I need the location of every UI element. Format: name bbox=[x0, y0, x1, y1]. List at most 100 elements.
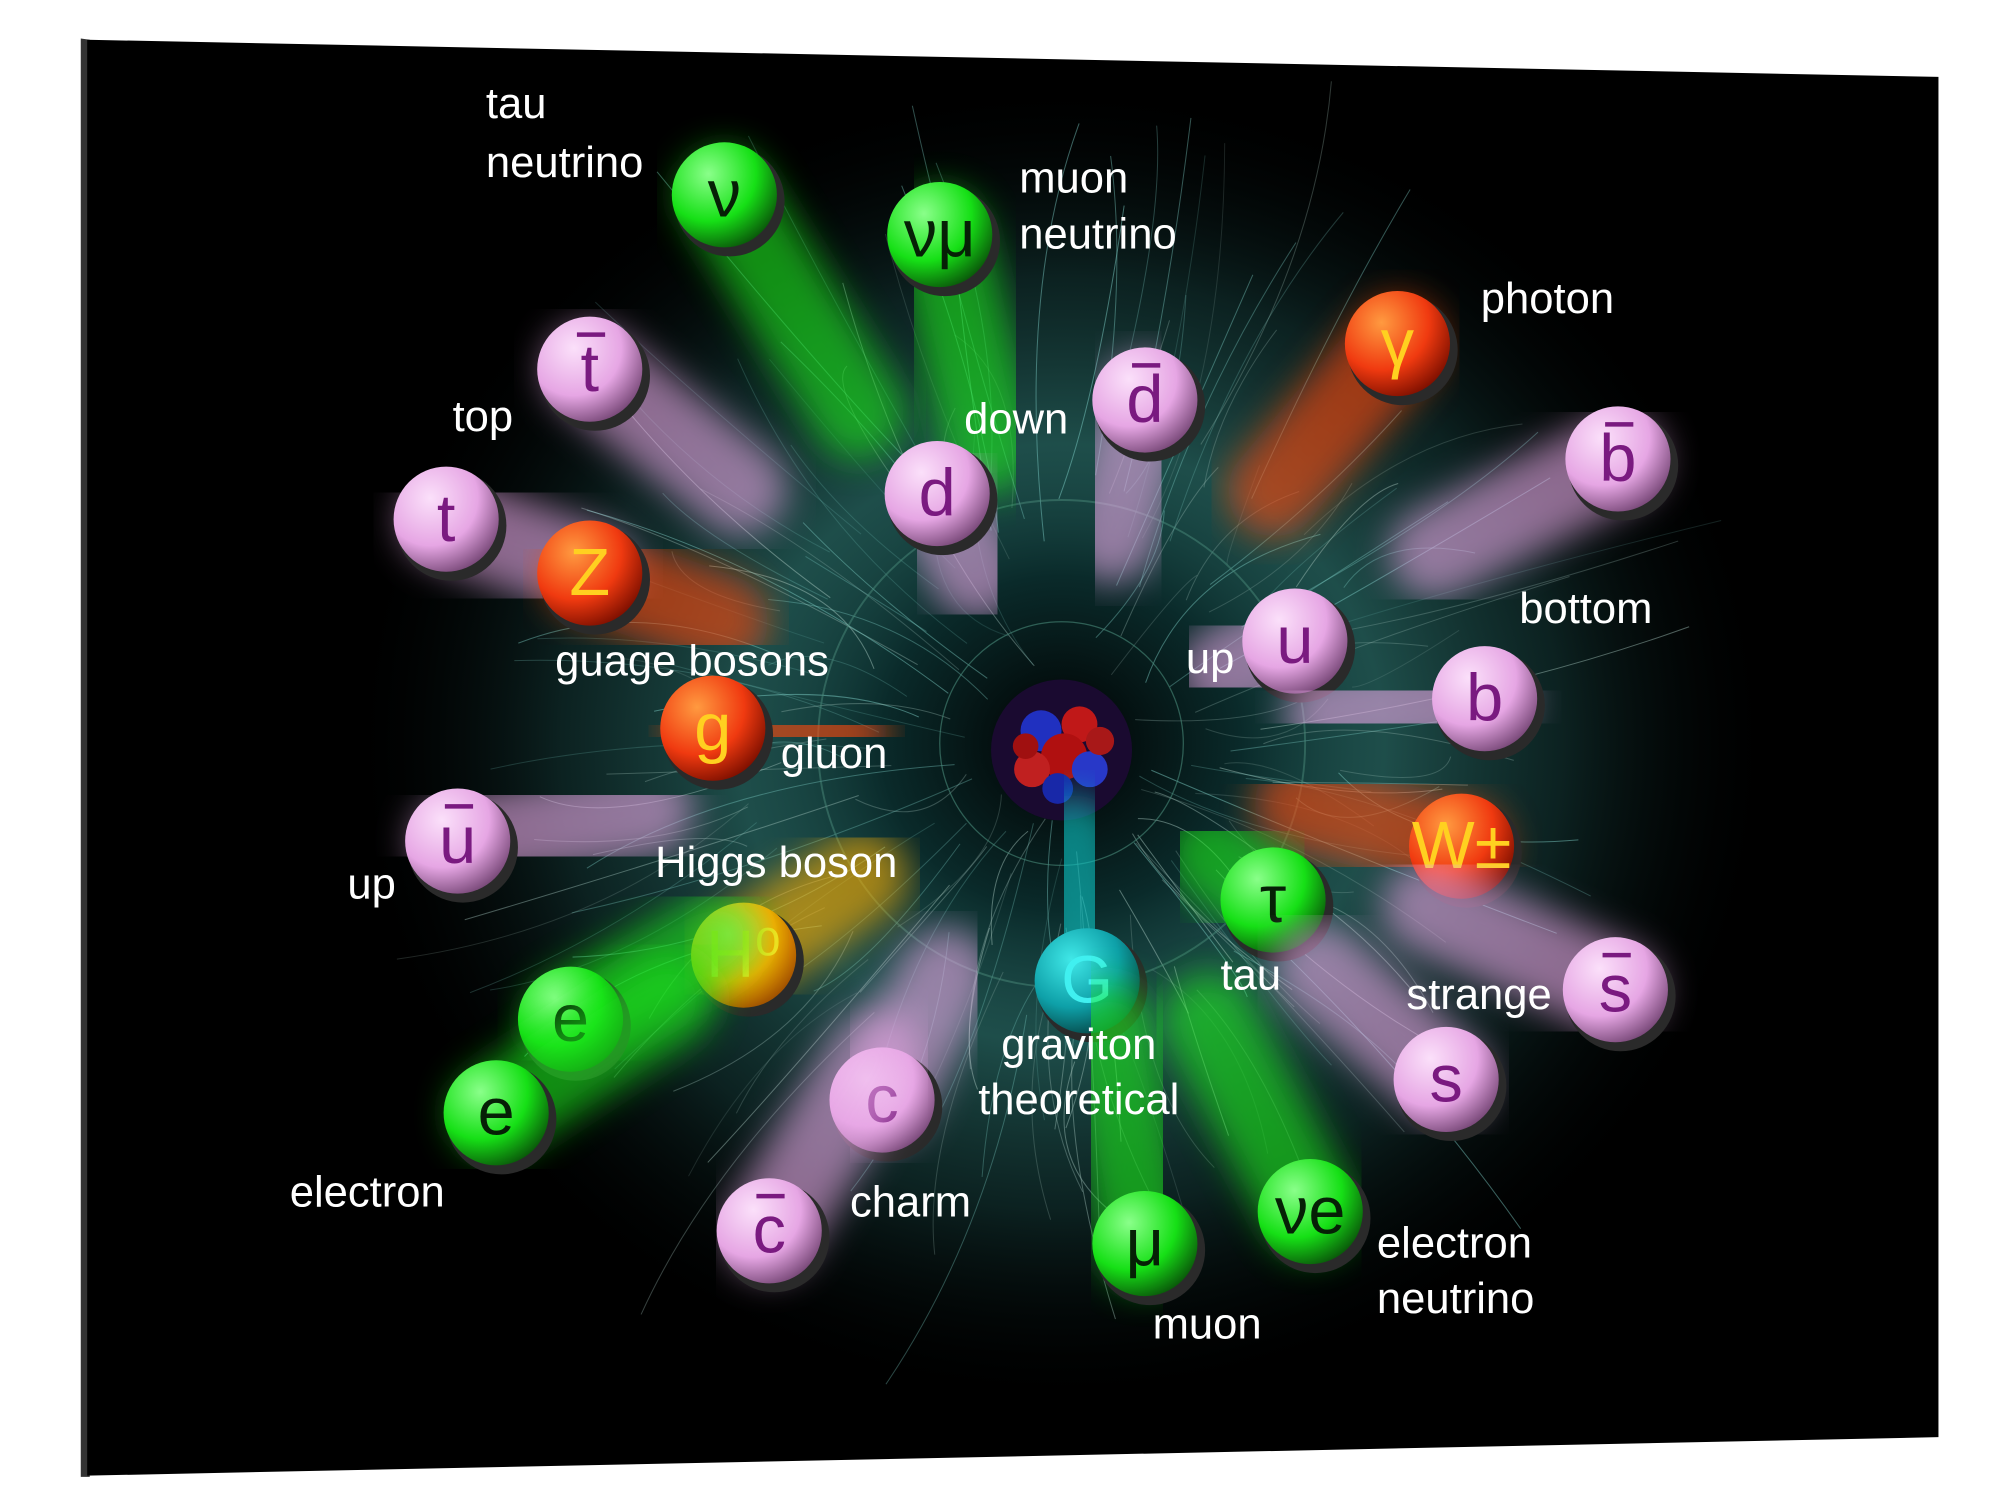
energy-strand bbox=[464, 795, 859, 921]
particle-muon-neutrino: νμ bbox=[887, 182, 1037, 493]
energy-strand bbox=[1135, 842, 1405, 1133]
particle-sphere bbox=[537, 520, 643, 626]
particle-symbol: s bbox=[1599, 953, 1632, 1027]
particle-sphere bbox=[1242, 588, 1348, 694]
energy-strand bbox=[709, 565, 875, 669]
label-tau-neutrino-2: neutrino bbox=[486, 139, 643, 187]
energy-strand bbox=[897, 794, 1002, 928]
particle-symbol: d bbox=[919, 456, 956, 530]
particle-anti-strange: s bbox=[1381, 860, 1676, 1052]
energy-strand bbox=[737, 358, 968, 644]
particle-symbol: t bbox=[437, 482, 456, 556]
energy-strand bbox=[768, 598, 989, 700]
labels: tau neutrino muon neutrino photon top do… bbox=[290, 80, 1653, 1349]
energy-strand bbox=[1132, 833, 1293, 991]
particle-strange: s bbox=[1274, 923, 1507, 1142]
particle-up: u bbox=[1178, 588, 1356, 719]
particle-symbol: g bbox=[694, 691, 731, 765]
particle-muon: μ bbox=[1062, 982, 1206, 1306]
energy-strand bbox=[1058, 205, 1125, 500]
particle-symbol: c bbox=[753, 1194, 786, 1268]
particle-symbol: τ bbox=[1260, 863, 1286, 937]
particle-sphere bbox=[884, 441, 990, 547]
energy-strand bbox=[1110, 574, 1198, 676]
label-electron: electron bbox=[290, 1168, 445, 1216]
particle-electron-2: e bbox=[443, 954, 715, 1175]
particle-symbol: Z bbox=[569, 536, 610, 610]
particle-tau: τ bbox=[1165, 808, 1334, 962]
energy-strand bbox=[859, 846, 988, 993]
particle-anti-charm: c bbox=[716, 1008, 921, 1293]
energy-strand bbox=[855, 773, 967, 813]
particle-symbol: s bbox=[1429, 1042, 1462, 1116]
energy-strand bbox=[932, 971, 1004, 1255]
energy-strand bbox=[790, 444, 939, 590]
energy-strand bbox=[1203, 329, 1278, 488]
energy-strand bbox=[1133, 842, 1248, 998]
label-electron-neutrino: electron bbox=[1377, 1220, 1532, 1268]
particle-sphere bbox=[1393, 1026, 1499, 1133]
label-gauge-bosons: guage bosons bbox=[555, 638, 829, 686]
particle-gluon: g bbox=[660, 675, 888, 790]
label-higgs-boson: Higgs boson bbox=[655, 839, 897, 887]
particle-photon: γ bbox=[1227, 291, 1458, 538]
particle-anti-down: d bbox=[1065, 347, 1206, 584]
energy-strand bbox=[1120, 467, 1219, 637]
energy-strand bbox=[1332, 520, 1722, 628]
particle-sphere bbox=[443, 1060, 549, 1166]
label-anti-up: up bbox=[347, 861, 395, 909]
label-electron-neutrino-2: neutrino bbox=[1377, 1275, 1534, 1323]
particle-symbol: u bbox=[439, 804, 476, 878]
energy-strand bbox=[805, 555, 927, 633]
energy-strand bbox=[396, 803, 749, 960]
particle-sphere bbox=[887, 182, 993, 288]
particle-symbol: u bbox=[1276, 604, 1313, 678]
energy-strand bbox=[1161, 879, 1295, 1008]
particle-sphere bbox=[671, 142, 777, 248]
particle-symbol: t bbox=[580, 332, 599, 406]
energy-strand bbox=[1035, 123, 1080, 542]
energy-strand bbox=[802, 522, 988, 679]
label-top: top bbox=[453, 393, 514, 441]
particle-symbol: d bbox=[1126, 363, 1163, 437]
label-strange: strange bbox=[1406, 971, 1551, 1019]
particle-symbol: e bbox=[478, 1076, 515, 1150]
energy-strand bbox=[735, 959, 869, 1114]
energy-strand bbox=[1137, 834, 1234, 963]
energy-strand bbox=[586, 509, 949, 694]
label-theoretical: theoretical bbox=[978, 1076, 1179, 1124]
nucleus bbox=[991, 679, 1133, 821]
energy-strand bbox=[571, 778, 973, 914]
particle-sphere bbox=[1092, 1191, 1198, 1297]
particle-symbol: γ bbox=[1381, 306, 1415, 380]
label-up-quark: up bbox=[1186, 635, 1234, 683]
energy-strand bbox=[968, 818, 1046, 1070]
particle-sphere bbox=[1220, 847, 1326, 953]
label-graviton: graviton bbox=[1001, 1021, 1156, 1069]
energy-strand bbox=[1295, 482, 1399, 588]
particle-bottom: b bbox=[1285, 646, 1545, 762]
particle-sphere bbox=[1432, 646, 1538, 752]
particle-sphere bbox=[1257, 1158, 1363, 1265]
particle-sphere bbox=[393, 466, 499, 572]
particle-symbol: νμ bbox=[904, 197, 976, 271]
energy-strand bbox=[1208, 483, 1353, 613]
energy-strand bbox=[990, 830, 1029, 945]
label-charm: charm bbox=[850, 1179, 971, 1227]
particle-symbol: νe bbox=[1275, 1174, 1345, 1248]
particle-sphere bbox=[716, 1178, 822, 1284]
label-bottom: bottom bbox=[1519, 585, 1652, 633]
particle-sphere bbox=[405, 788, 511, 894]
particle-anti-top: t bbox=[537, 316, 787, 535]
energy-strand bbox=[1303, 423, 1523, 536]
energy-strand bbox=[768, 655, 908, 697]
particle-symbol: b bbox=[1466, 662, 1503, 736]
label-muon-neutrino-2: neutrino bbox=[1019, 211, 1176, 259]
particle-symbol: b bbox=[1599, 422, 1636, 496]
label-down: down bbox=[964, 395, 1068, 443]
energy-strand bbox=[1095, 510, 1165, 639]
particle-anti-bottom: b bbox=[1389, 406, 1679, 599]
label-muon-neutrino: muon bbox=[1019, 154, 1128, 202]
label-tau-neutrino: tau bbox=[486, 80, 547, 128]
